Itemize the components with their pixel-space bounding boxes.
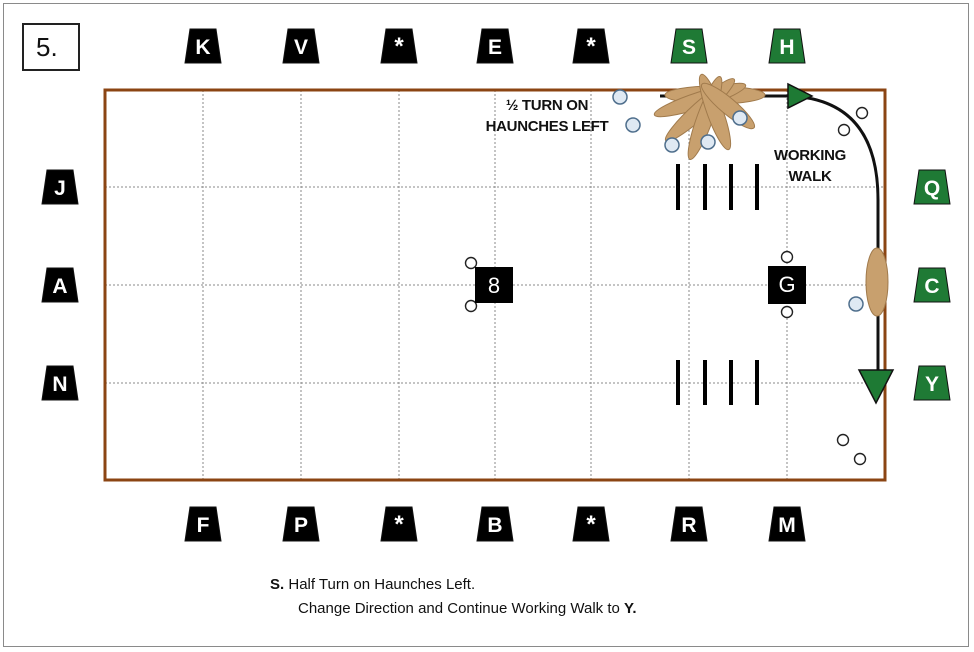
marker-8 xyxy=(475,267,513,303)
letter-label: A xyxy=(52,275,67,298)
letter-marker-b: B xyxy=(476,506,514,542)
letter-label: Y xyxy=(925,373,939,396)
letter-marker-c: C xyxy=(913,267,951,303)
letter-label: F xyxy=(197,514,210,537)
marker-g-label: G xyxy=(778,272,795,297)
letter-marker-a: A xyxy=(41,267,79,303)
instruction-line-1: S. Half Turn on Haunches Left. xyxy=(270,573,637,597)
letter-label: * xyxy=(586,511,596,538)
walk-poles-top xyxy=(676,164,759,210)
walk-annotation: WORKING WALK xyxy=(760,145,860,187)
letter-label: S xyxy=(682,36,696,59)
letter-marker-q: Q xyxy=(913,169,951,205)
letter-marker-v: V xyxy=(282,28,320,64)
letter-label: H xyxy=(779,36,794,59)
walk-poles-bottom xyxy=(676,360,759,405)
walking-horse-icon xyxy=(848,247,889,317)
arrow-down-icon xyxy=(857,369,895,405)
letter-marker-m: M xyxy=(768,506,806,542)
letter-marker-n: N xyxy=(41,365,79,401)
letter-label: K xyxy=(195,36,210,59)
letter-marker-j: J xyxy=(41,169,79,205)
letter-label: J xyxy=(54,177,66,200)
walk-annotation-line2: WALK xyxy=(788,168,832,185)
instruction-text-1: Half Turn on Haunches Left. xyxy=(284,576,476,593)
letter-label: C xyxy=(924,275,939,298)
turn-annotation-line1: ½ TURN ON xyxy=(505,97,589,114)
letter-label: B xyxy=(487,514,502,537)
instructions: S. Half Turn on Haunches Left. Change Di… xyxy=(270,573,637,621)
pattern-number: 5. xyxy=(22,23,80,71)
letter-marker-s: S xyxy=(670,28,708,64)
letter-label: N xyxy=(52,373,67,396)
marker-8-label: 8 xyxy=(488,273,500,298)
turn-annotation: ½ TURN ON HAUNCHES LEFT xyxy=(462,95,632,137)
letter-label: Q xyxy=(924,177,940,200)
letter-marker-star: * xyxy=(380,28,418,64)
letter-label: * xyxy=(394,511,404,538)
turn-annotation-line2: HAUNCHES LEFT xyxy=(485,118,609,135)
letter-marker-k: K xyxy=(184,28,222,64)
letter-marker-y: Y xyxy=(913,365,951,401)
letter-marker-h: H xyxy=(768,28,806,64)
letter-marker-f: F xyxy=(184,506,222,542)
letter-marker-star: * xyxy=(572,28,610,64)
letter-label: * xyxy=(586,33,596,60)
arrow-right-icon xyxy=(787,82,814,110)
pattern-frame xyxy=(3,3,969,647)
letter-label: E xyxy=(488,36,502,59)
letter-label: M xyxy=(778,514,796,537)
letter-label: R xyxy=(681,514,696,537)
arena-letters: K V * E * S H F P * B * R M J A N Q C Y xyxy=(41,28,951,542)
cones xyxy=(464,106,869,466)
instruction-letter-s: S. xyxy=(270,576,285,593)
letter-label: * xyxy=(394,33,404,60)
letter-marker-e: E xyxy=(476,28,514,64)
instruction-letter-y: Y. xyxy=(624,600,637,617)
turn-horse-icon xyxy=(653,73,766,160)
instruction-text-2: Change Direction and Continue Working Wa… xyxy=(298,600,625,617)
instruction-line-2: Change Direction and Continue Working Wa… xyxy=(270,597,637,621)
walk-annotation-line1: WORKING xyxy=(773,147,847,164)
letter-marker-star: * xyxy=(572,506,610,542)
letter-label: P xyxy=(294,514,308,537)
rider-icons xyxy=(612,89,748,153)
letter-marker-r: R xyxy=(670,506,708,542)
letter-marker-star: * xyxy=(380,506,418,542)
letter-label: V xyxy=(294,36,308,59)
letter-marker-p: P xyxy=(282,506,320,542)
marker-g xyxy=(768,266,806,304)
